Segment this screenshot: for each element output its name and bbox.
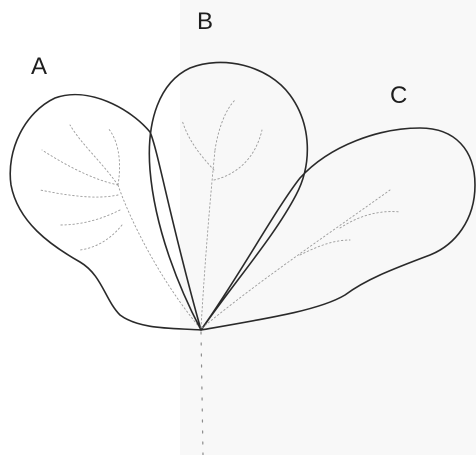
leaf-a-vein [40,190,118,197]
label-leaf-c: C [390,84,407,108]
leaf-a-vein [42,150,118,185]
leaf-a [10,95,201,330]
page-bleed-area [180,0,476,455]
leaf-a-vein [80,225,122,250]
label-leaf-a: A [31,55,47,79]
leaf-a-vein [108,128,120,185]
leaf-a-vein [70,125,118,185]
label-leaf-b: B [197,10,213,34]
leaf-a-vein [60,210,120,225]
